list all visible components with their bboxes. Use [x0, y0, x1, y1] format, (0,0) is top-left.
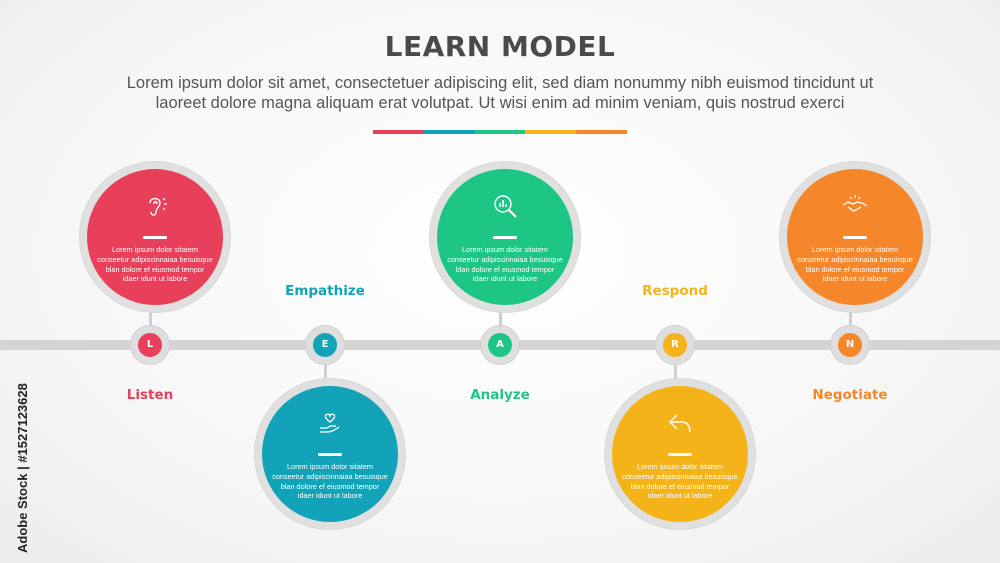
divider-dash: [493, 236, 517, 239]
circle-card-respond: Lorem ipsum dolor sitatem conseetur adip…: [605, 379, 755, 529]
page-title: LEARN MODEL: [384, 30, 616, 63]
stem-e: [324, 362, 327, 386]
circle-card-empathize: Lorem ipsum dolor sitatem conseetur adip…: [255, 379, 405, 529]
label-empathize: Empathize: [285, 283, 365, 299]
color-divider-bar: [373, 130, 627, 134]
card-text: Lorem ipsum dolor sitatem conseetur adip…: [97, 245, 213, 284]
stem-n: [849, 300, 852, 330]
node-l: L: [131, 326, 169, 364]
card-text: Lorem ipsum dolor sitatem conseetur adip…: [272, 462, 388, 501]
circle-card-negotiate: Lorem ipsum dolor sitatem conseetur adip…: [780, 162, 930, 312]
circle-card-listen: Lorem ipsum dolor sitatem conseetur adip…: [80, 162, 230, 312]
divider-dash: [843, 236, 867, 239]
watermark-text: Adobe Stock | #1527123628: [15, 383, 30, 553]
reply-arrow-icon: [668, 414, 691, 433]
divider-dash: [318, 453, 342, 456]
subtitle-line-1: Lorem ipsum dolor sit amet, consectetuer…: [126, 74, 874, 92]
handshake-icon: [842, 195, 868, 212]
ear-icon: [149, 197, 167, 216]
subtitle-line-2: laoreet dolore magna aliquam erat volutp…: [155, 94, 845, 112]
color-segment-a: [474, 130, 526, 134]
card-text: Lorem ipsum dolor sitatem conseetur adip…: [622, 462, 738, 501]
magnifier-chart-icon: [494, 195, 517, 218]
card-text: Lorem ipsum dolor sitatem conseetur adip…: [447, 245, 563, 284]
stem-a: [499, 300, 502, 330]
heart-hand-icon: [320, 413, 340, 433]
circle-card-analyze: Lorem ipsum dolor sitatem conseetur adip…: [430, 162, 580, 312]
node-n: N: [831, 326, 869, 364]
card-text: Lorem ipsum dolor sitatem conseetur adip…: [797, 245, 913, 284]
watermark: Adobe Stock | #1527123628: [15, 383, 30, 553]
node-r: R: [656, 326, 694, 364]
label-negotiate: Negotiate: [812, 387, 888, 403]
node-e: E: [306, 326, 344, 364]
stem-l: [149, 300, 152, 330]
color-segment-l: [373, 130, 424, 134]
color-segment-n: [576, 130, 627, 134]
label-respond: Respond: [642, 283, 708, 299]
label-listen: Listen: [126, 387, 174, 403]
divider-dash: [668, 453, 692, 456]
color-segment-e: [423, 130, 475, 134]
stem-r: [674, 362, 677, 386]
label-analyze: Analyze: [470, 387, 530, 403]
divider-dash: [143, 236, 167, 239]
page-subtitle: Lorem ipsum dolor sit amet, consectetuer…: [40, 73, 960, 113]
color-segment-r: [525, 130, 577, 134]
node-a: A: [481, 326, 519, 364]
